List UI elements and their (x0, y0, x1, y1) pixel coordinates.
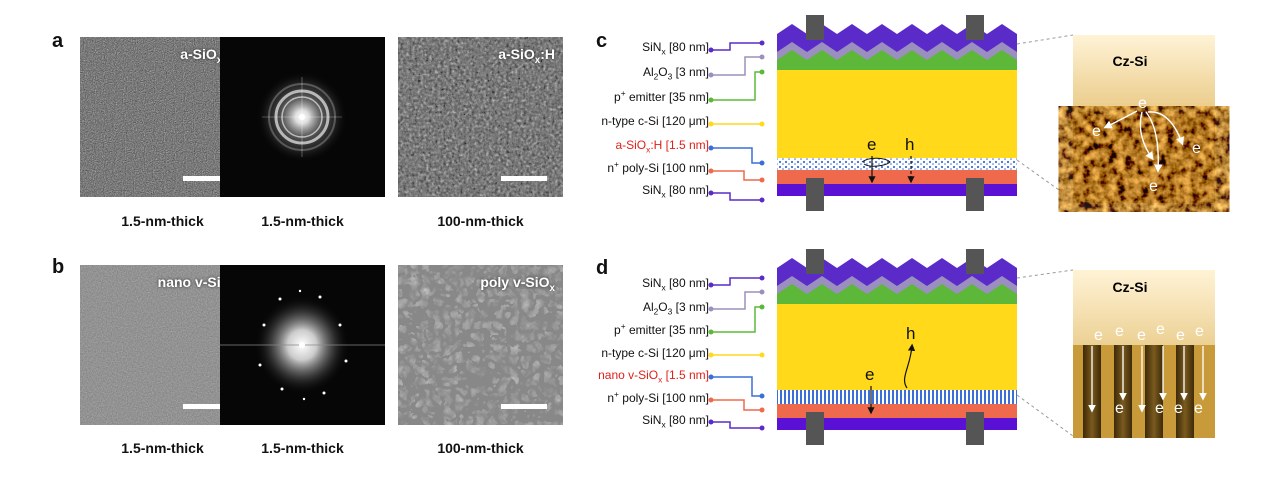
layer-label-al2o3: Al2O3 [3 nm] (642, 65, 709, 82)
cell-diagram-d: e h Cz-Si e e e e e e e e e e (708, 249, 1215, 445)
layer-label-polysi: n+ poly-Si [100 nm] (607, 389, 709, 405)
scale-bar (501, 176, 547, 181)
layer-oxide (777, 390, 1017, 404)
layer-csi (777, 70, 1017, 170)
tem-image-b-3: poly v-SiOx (398, 265, 563, 425)
electron-label: e (865, 365, 874, 384)
contact-rear-left (806, 412, 824, 445)
caption-a-1: 1.5-nm-thick (121, 213, 204, 229)
caption-b-1: 1.5-nm-thick (121, 440, 204, 456)
tile-label: a-SiOx:H (498, 46, 555, 66)
layer-label-sinx-bottom: SiNx [80 nm] (642, 413, 709, 430)
layer-label-emitter: p+ emitter [35 nm] (614, 88, 709, 104)
layer-sinx-top (777, 258, 1017, 286)
inset-electron: e (1115, 400, 1124, 417)
inset-electron: e (1192, 140, 1201, 157)
cell-stack-c: e h (777, 15, 1017, 211)
inset-c: Cz-Si e e e e (1073, 35, 1215, 203)
layer-label-csi: n-type c-Si [120 μm] (601, 346, 709, 360)
scale-bar (183, 404, 229, 409)
layer-label-oxide: nano v-SiOx [1.5 nm] (598, 368, 709, 385)
tem-image-a-3: a-SiOx:H (398, 37, 563, 197)
contact-rear-left (806, 178, 824, 211)
layer-label-csi: n-type c-Si [120 μm] (601, 114, 709, 128)
fft-image-b (220, 265, 385, 425)
contact-front-left (806, 15, 824, 40)
electron-label: e (867, 135, 876, 154)
inset-electron: e (1138, 95, 1147, 112)
inset-electron: e (1115, 323, 1124, 340)
hole-label: h (905, 135, 914, 154)
caption-b-2: 1.5-nm-thick (261, 440, 344, 456)
scale-bar (183, 176, 229, 181)
tem-image-a-1: a-SiOx:H (80, 37, 245, 197)
inset-electron: e (1092, 123, 1101, 140)
inset-electron: e (1176, 327, 1185, 344)
layer-label-sinx-top: SiNx [80 nm] (642, 276, 709, 293)
layer-polysi (777, 404, 1017, 418)
contact-front-right (966, 249, 984, 274)
contact-rear-right (966, 412, 984, 445)
inset-title-d: Cz-Si (1113, 279, 1148, 295)
scale-bar (501, 404, 547, 409)
caption-a-3: 100-nm-thick (437, 213, 524, 229)
caption-b-3: 100-nm-thick (437, 440, 524, 456)
fft-image-a (220, 37, 385, 197)
panel-letter-d: d (596, 257, 609, 279)
contact-front-left (806, 249, 824, 274)
layer-label-emitter: p+ emitter [35 nm] (614, 321, 709, 337)
layer-polysi (777, 170, 1017, 184)
inset-electron: e (1155, 400, 1164, 417)
layer-label-sinx-bottom: SiNx [80 nm] (642, 183, 709, 200)
layer-csi (777, 304, 1017, 394)
inset-electron: e (1194, 400, 1203, 417)
inset-title-c: Cz-Si (1113, 53, 1148, 69)
layer-oxide (777, 158, 1017, 170)
layer-sinx-bottom (777, 418, 1017, 430)
panel-letter-c: c (596, 30, 608, 52)
inset-electron: e (1156, 321, 1165, 338)
inset-electron: e (1137, 327, 1146, 344)
inset-d: Cz-Si e e e e e e e e e e (1073, 270, 1215, 438)
contact-front-right (966, 15, 984, 40)
leader-lines (708, 40, 765, 203)
tile-label: poly v-SiOx (480, 274, 555, 294)
inset-electron: e (1174, 400, 1183, 417)
cell-diagram-c: e h Cz-Si e e e e (708, 15, 1215, 211)
panel-letter-a: a (52, 30, 64, 52)
layer-sinx-top (777, 24, 1017, 52)
layer-label-oxide: a-SiOx:H [1.5 nm] (615, 138, 709, 155)
leader-lines (708, 275, 765, 431)
layer-sinx-bottom (777, 184, 1017, 196)
layer-label-sinx-top: SiNx [80 nm] (642, 40, 709, 57)
caption-a-2: 1.5-nm-thick (261, 213, 344, 229)
layer-label-al2o3: Al2O3 [3 nm] (642, 300, 709, 317)
contact-rear-right (966, 178, 984, 211)
inset-electron: e (1149, 178, 1158, 195)
hole-label: h (906, 324, 915, 343)
inset-electron: e (1094, 327, 1103, 344)
panel-letter-b: b (52, 256, 65, 278)
inset-electron: e (1195, 323, 1204, 340)
cell-stack-d: e h (777, 249, 1017, 445)
layer-label-polysi: n+ poly-Si [100 nm] (607, 159, 709, 175)
tem-image-b-1: nano v-SiOx (80, 265, 245, 425)
